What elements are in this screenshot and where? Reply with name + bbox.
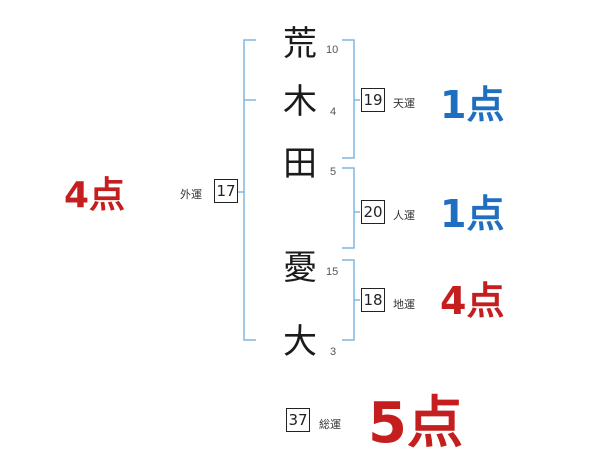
soukaku-score: 5点 [368, 391, 463, 456]
chikaku-score: 4点 [440, 279, 505, 323]
stroke-count-4: 15 [326, 266, 339, 278]
gaikaku-score: 4点 [64, 175, 126, 216]
stroke-count-2: 4 [330, 106, 337, 118]
name-char-2: 木 [283, 82, 317, 122]
gaikaku-value-box: 17 [214, 179, 238, 203]
stroke-count-3: 5 [330, 166, 337, 178]
soukaku-value-box: 37 [286, 408, 310, 432]
tenkaku-value-box: 19 [361, 88, 385, 112]
jinkaku-value-box: 20 [361, 200, 385, 224]
gaikaku-label: 外運 [180, 188, 202, 201]
tenkaku-label: 天運 [393, 97, 415, 110]
stroke-count-5: 3 [330, 346, 337, 358]
jinkaku-label: 人運 [393, 209, 415, 222]
name-char-5: 大 [283, 322, 317, 362]
name-char-3: 田 [283, 144, 317, 184]
gaikaku-bracket [243, 39, 256, 341]
name-char-1: 荒 [283, 24, 317, 64]
chikaku-label: 地運 [393, 298, 415, 311]
soukaku-label: 総運 [319, 418, 341, 431]
tenkaku-score: 1点 [440, 83, 505, 127]
chikaku-value-box: 18 [361, 288, 385, 312]
tenkaku-bracket [342, 39, 355, 159]
stroke-count-1: 10 [326, 44, 339, 56]
jinkaku-bracket [342, 167, 355, 249]
name-char-4: 憂 [283, 248, 317, 288]
jinkaku-score: 1点 [440, 192, 505, 236]
